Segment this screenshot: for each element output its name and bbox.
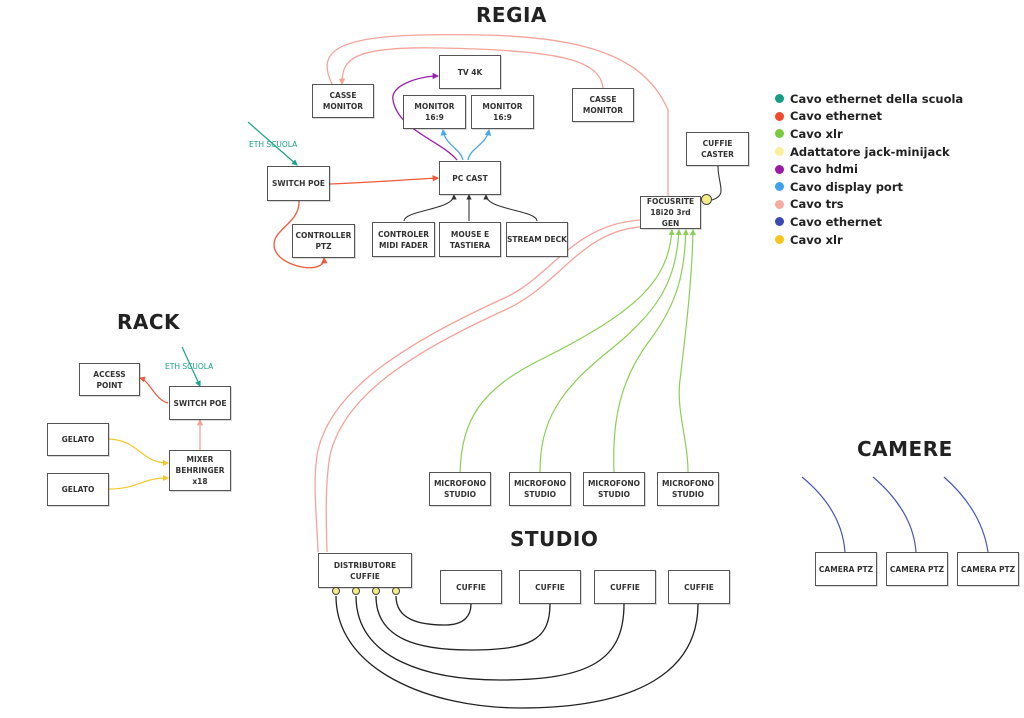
node-mouse-tastiera[interactable]: MOUSE E TASTIERA [439,222,501,257]
node-monitor-1[interactable]: MONITOR 16:9 [403,95,466,129]
cable-cuffie-3 [355,595,625,681]
cable-hdmi [392,72,458,161]
section-title-rack: RACK [117,310,181,334]
jack-port-4 [392,587,400,595]
node-controller-ptz[interactable]: CONTROLLER PTZ [292,224,355,258]
cable-xlr-mic-2 [539,229,682,473]
legend-color-dot-icon [775,129,784,139]
jack-port-3 [372,587,380,595]
cable-ethernet-camera-1 [801,476,846,553]
node-microfono-3[interactable]: MICROFONO STUDIO [583,472,645,506]
cable-ethernet-ap-switch [139,376,169,404]
legend-color-dot-icon [775,164,784,174]
node-casse-monitor-left[interactable]: CASSE MONITOR [312,84,374,118]
node-cuffie-2[interactable]: CUFFIE [519,570,581,604]
cable-cuffie-1 [395,595,472,626]
node-focusrite[interactable]: FOCUSRITE 18i20 3rd GEN [640,196,701,229]
legend-label: Cavo trs [790,197,844,212]
node-stream-deck[interactable]: STREAM DECK [506,222,568,257]
cable-cuffie-2 [375,595,551,651]
cable-trs-distributore-2 [325,226,641,553]
node-microfono-2[interactable]: MICROFONO STUDIO [509,472,571,506]
node-switch-poe-regia[interactable]: SWITCH POE [267,166,330,201]
section-title-studio: STUDIO [510,527,599,551]
node-microfono-4[interactable]: MICROFONO STUDIO [657,472,719,506]
cable-cuffie-4 [335,595,699,709]
cable-ethernet-switch-pc [329,175,440,185]
legend-item: Cavo ethernet [775,108,963,126]
cable-xlr-gelato-1 [107,438,169,466]
cable-ethernet-switch-ptz [273,200,328,269]
jack-port-focusrite [701,194,712,205]
node-gelato-1[interactable]: GELATO [47,423,109,456]
jack-port-1 [332,587,340,595]
cable-ethernet-camera-3 [943,476,989,553]
legend-color-dot-icon [775,199,784,209]
cable-eth-scuola-rack [181,346,201,387]
legend-label: Cavo xlr [790,232,843,247]
legend-label: Adattatore jack-minijack [790,144,950,159]
cable-cuffie-caster [711,165,722,201]
node-camera-ptz-1[interactable]: CAMERA PTZ [815,552,877,586]
eth-scuola-label-regia: ETH SCUOLA [249,140,298,149]
node-cuffie-3[interactable]: CUFFIE [594,570,656,604]
legend-color-dot-icon [775,147,784,157]
legend-color-dot-icon [775,235,784,245]
cable-midi-pc [403,194,457,222]
node-cuffie-1[interactable]: CUFFIE [440,570,502,604]
section-title-camere: CAMERE [857,437,953,461]
eth-scuola-label-rack: ETH SCUOLA [165,362,214,371]
legend-label: Cavo display port [790,179,904,194]
legend-label: Cavo ethernet della scuola [790,91,964,106]
node-casse-monitor-right[interactable]: CASSE MONITOR [572,88,634,122]
node-camera-ptz-2[interactable]: CAMERA PTZ [886,552,948,586]
cable-xlr-mic-4 [678,229,696,473]
node-controler-midi-fader[interactable]: CONTROLER MIDI FADER [372,222,435,257]
legend-item: Cavo ethernet [775,213,963,231]
cable-eth-scuola-regia [247,121,298,166]
cable-trs-casse-left-inner [338,47,604,89]
legend-color-dot-icon [775,111,784,121]
cable-ethernet-camera-2 [872,476,917,553]
node-cuffie-caster[interactable]: CUFFIE CASTER [686,132,749,166]
cable-trs-casse-left-outer [326,33,669,198]
legend-item: Cavo xlr [775,231,963,249]
legend-item: Cavo hdmi [775,160,963,178]
node-monitor-2[interactable]: MONITOR 16:9 [471,95,534,129]
section-title-regia: REGIA [476,3,547,27]
legend-item: Cavo ethernet della scuola [775,90,963,108]
cable-xlr-mic-3 [613,229,689,473]
legend-color-dot-icon [775,217,784,227]
legend-item: Cavo display port [775,178,963,196]
node-access-point[interactable]: ACCESS POINT [79,363,140,396]
legend-color-dot-icon [775,182,784,192]
node-cuffie-4[interactable]: CUFFIE [668,570,730,604]
legend-label: Cavo hdmi [790,162,858,177]
node-camera-ptz-3[interactable]: CAMERA PTZ [957,552,1019,586]
cable-dp-1 [440,128,464,161]
cable-xlr-gelato-2 [107,475,169,490]
node-mixer-behringer[interactable]: MIXER BEHRINGER x18 [169,450,231,491]
node-distributore-cuffie[interactable]: DISTRIBUTORE CUFFIE [318,553,412,588]
cable-stream-pc [483,194,538,222]
node-switch-poe-rack[interactable]: SWITCH POE [169,386,231,420]
node-tv-4k[interactable]: TV 4K [439,55,501,89]
legend-color-dot-icon [775,94,784,104]
cable-xlr-mic-1 [459,229,675,473]
legend-label: Cavo ethernet [790,109,883,124]
legend-item: Adattatore jack-minijack [775,143,963,161]
jack-port-2 [352,587,360,595]
legend-label: Cavo ethernet [790,214,883,229]
legend-label: Cavo xlr [790,126,843,141]
node-gelato-2[interactable]: GELATO [47,473,109,506]
legend-item: Cavo xlr [775,125,963,143]
legend-item: Cavo trs [775,196,963,214]
node-pc-cast[interactable]: PC CAST [439,161,501,195]
node-microfono-1[interactable]: MICROFONO STUDIO [429,472,491,506]
cable-dp-2 [467,128,492,161]
